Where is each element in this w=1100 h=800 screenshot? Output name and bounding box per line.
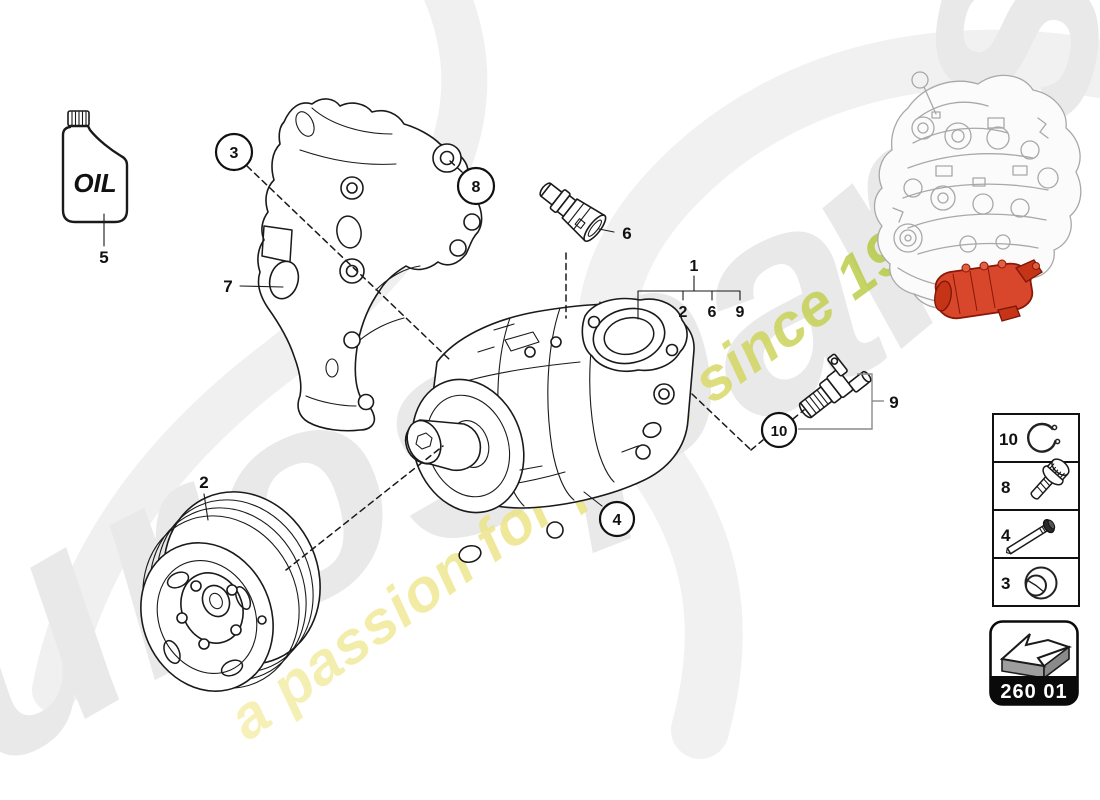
callout-label-9[interactable]: 9: [889, 393, 898, 412]
callout-circle-8[interactable]: [456, 166, 496, 206]
dashed-leader-lines: [246, 160, 805, 571]
callout-label-6[interactable]: 6: [622, 224, 631, 243]
engine-thumbnail: [873, 71, 1082, 322]
legend-num-8[interactable]: 8: [1001, 478, 1010, 497]
circlip-icon: [1027, 422, 1061, 453]
page-code-box[interactable]: 260 01: [989, 620, 1079, 706]
callout-circle-10-label[interactable]: 10: [771, 423, 788, 440]
sensor-drawing: 9: [798, 353, 899, 430]
page-code-text: 260 01: [1000, 681, 1067, 703]
direction-arrow-icon: [999, 633, 1073, 680]
legend-row-4[interactable]: 4: [1001, 517, 1057, 558]
callout-circle-3-label[interactable]: 3: [230, 145, 239, 162]
callout-label-2[interactable]: 2: [199, 473, 208, 492]
callout-circle-10[interactable]: [760, 411, 798, 449]
callout-label-1[interactable]: 1: [690, 258, 699, 275]
callout-circle-4[interactable]: [598, 500, 636, 538]
flange-bolt-icon: [1030, 458, 1070, 500]
legend-row-8[interactable]: 8: [1001, 455, 1073, 506]
callout-sublabel-2[interactable]: 2: [679, 304, 688, 321]
oil-bottle: OIL 5: [61, 110, 129, 267]
callout-circle-3[interactable]: [214, 132, 254, 172]
background-swoosh-curves: [32, 0, 1100, 759]
circled-callouts: 3 8 4 10: [214, 132, 798, 538]
callout-sublabel-9[interactable]: 9: [736, 304, 745, 321]
legend-table: 10 8 4: [992, 413, 1080, 607]
compressor-drawing: [404, 297, 695, 564]
callout-sublabel-6[interactable]: 6: [708, 304, 717, 321]
engine-highlighted-compressor: [934, 259, 1043, 322]
callout-circle-8-label[interactable]: 8: [472, 179, 481, 196]
bracket-drawing: 7: [223, 98, 483, 432]
legend-num-10[interactable]: 10: [999, 430, 1018, 449]
legend-row-10[interactable]: 10: [999, 422, 1061, 453]
oil-bottle-label: OIL: [73, 168, 116, 198]
pin-bolt-icon: [1005, 519, 1056, 555]
seal-ring-icon: [1024, 566, 1058, 600]
page-code-bar: [990, 676, 1078, 705]
pulley-drawing: 2: [140, 473, 321, 692]
legend-num-3[interactable]: 3: [1001, 574, 1010, 593]
callout-label-7[interactable]: 7: [223, 277, 232, 296]
valve-drawing: 6: [539, 182, 632, 243]
callout-label-5[interactable]: 5: [99, 248, 108, 267]
callout-circle-4-label[interactable]: 4: [613, 512, 622, 529]
legend-row-3[interactable]: 3: [1001, 566, 1058, 600]
assembly-callout-group: 1 2 6 9: [637, 258, 745, 321]
legend-num-4[interactable]: 4: [1001, 526, 1011, 545]
